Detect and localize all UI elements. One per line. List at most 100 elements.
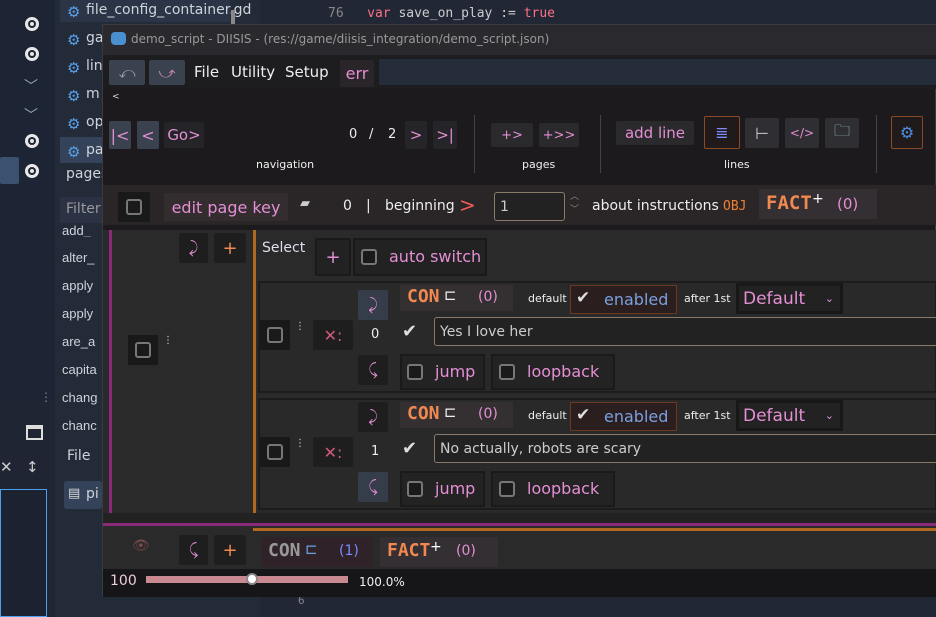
choice-text-input[interactable]: Yes I love her (434, 317, 936, 346)
undo-button[interactable]: ⤺ (109, 60, 145, 85)
chevron-down-icon[interactable]: ﹀ (24, 108, 38, 124)
auto-switch-checkbox[interactable] (361, 249, 377, 265)
choice-text-input[interactable]: No actually, robots are scary (434, 434, 936, 463)
redo-button[interactable]: ⤻ (149, 60, 185, 85)
choice-line-icon[interactable]: ⊢ (745, 118, 779, 148)
enabled-toggle[interactable]: ✔ enabled (570, 285, 677, 314)
first-page-button[interactable]: |< (109, 121, 131, 149)
loopback-icon[interactable]: ⤸ (358, 402, 388, 432)
after-first-dropdown[interactable]: Default⌄ (736, 283, 843, 314)
edit-page-key-button[interactable]: edit page key (164, 193, 288, 221)
menu-utility[interactable]: Utility (231, 63, 276, 81)
menu-file[interactable]: File (194, 63, 220, 81)
open-file-item[interactable] (64, 481, 102, 509)
more-options-icon[interactable]: ⋮ (40, 390, 52, 404)
fact-button[interactable]: FACT + (0) (759, 189, 877, 219)
scrollbar[interactable] (231, 10, 235, 24)
choice-select-checkbox[interactable] (260, 437, 290, 467)
next-page-input[interactable]: 1 (494, 192, 565, 221)
choice-select-checkbox[interactable] (260, 320, 290, 350)
auto-switch-toggle[interactable]: auto switch (353, 238, 487, 276)
menu-setup[interactable]: Setup (285, 63, 329, 81)
add-choice-button[interactable]: + (315, 238, 351, 276)
jump-icon[interactable]: ⤹ (358, 355, 388, 385)
file-item[interactable]: lin (86, 58, 103, 74)
delete-choice-button[interactable]: ✕: (313, 437, 353, 467)
loopback-checkbox[interactable] (499, 481, 515, 497)
instruction-line-icon[interactable]: </> (785, 118, 819, 148)
insert-line-button[interactable]: + (214, 233, 246, 263)
method-item[interactable]: apply (62, 306, 94, 321)
con-button[interactable]: CON ⊏ (0) (400, 285, 513, 311)
zoom-slider-handle[interactable] (246, 573, 258, 585)
last-page-button[interactable]: >| (433, 121, 457, 149)
jump-toggle[interactable]: jump (400, 471, 485, 507)
loopback-toggle[interactable]: loopback (491, 354, 615, 390)
loopback-icon[interactable]: ⤸ (358, 290, 388, 320)
method-item[interactable]: capita (62, 362, 97, 377)
drag-handle-icon[interactable]: ⋮ (295, 438, 305, 449)
loopback-icon[interactable]: ⤹ (179, 535, 208, 565)
method-item[interactable]: are_a (62, 334, 96, 349)
jump-checkbox[interactable] (407, 481, 423, 497)
visibility-eye-icon[interactable] (25, 134, 39, 148)
folder-line-icon[interactable]: 🗀 (825, 118, 859, 148)
file-item[interactable]: ga (86, 30, 104, 46)
line-select-checkbox[interactable] (128, 335, 158, 365)
text-line-icon[interactable]: ≣ (704, 116, 740, 149)
collapse-button[interactable]: < (112, 92, 120, 102)
visibility-eye-icon[interactable] (25, 17, 39, 31)
next-page-button[interactable]: > (405, 121, 427, 149)
file-row-selected[interactable] (60, 137, 102, 163)
drag-handle-icon[interactable]: ⋮ (295, 321, 305, 332)
hidden-eye-icon[interactable]: 👁 (132, 538, 150, 554)
method-item[interactable]: add_ (62, 223, 91, 237)
fact-button[interactable]: FACT + (0) (380, 537, 498, 567)
facts-icon[interactable]: ⚙ (891, 116, 923, 149)
file-item[interactable]: pa (86, 142, 104, 158)
add-line-button[interactable]: add line (616, 121, 694, 145)
method-item[interactable]: chanc (62, 418, 97, 432)
chevron-down-icon[interactable]: ﹀ (24, 79, 38, 95)
title-bar[interactable]: demo_script - DIISIS - (res://game/diisi… (103, 25, 936, 55)
selected-node[interactable] (0, 157, 19, 184)
sort-icon[interactable]: ↕ (26, 458, 39, 476)
visibility-eye-icon[interactable] (25, 164, 39, 178)
open-file-name[interactable]: pi (86, 486, 99, 502)
scene-tree-area[interactable] (0, 489, 47, 617)
zoom-value[interactable]: 100 (110, 573, 137, 589)
zoom-slider[interactable] (146, 573, 348, 585)
file-tab[interactable]: File (67, 448, 91, 464)
eraser-icon[interactable]: ▰ (300, 196, 310, 211)
spinner-arrows[interactable]: ︿﹀ (570, 192, 580, 215)
window-icon[interactable] (26, 425, 43, 440)
add-page-end-button[interactable]: +>> (539, 123, 579, 147)
loopback-icon[interactable]: ⤸ (179, 233, 208, 263)
pages-tab[interactable]: pages (66, 166, 109, 182)
loopback-checkbox[interactable] (499, 364, 515, 380)
file-item[interactable]: op (86, 114, 104, 130)
prev-page-button[interactable]: < (137, 121, 159, 149)
con-button[interactable]: CON ⊏ (0) (400, 402, 513, 428)
jump-checkbox[interactable] (407, 364, 423, 380)
method-item[interactable]: chang (62, 390, 98, 405)
insert-line-button[interactable]: + (214, 535, 246, 565)
err-button[interactable]: err (340, 60, 374, 87)
jump-toggle[interactable]: jump (400, 354, 485, 390)
jump-icon[interactable]: ⤹ (358, 472, 388, 502)
page-select-checkbox[interactable] (118, 192, 150, 222)
loopback-toggle[interactable]: loopback (491, 471, 615, 507)
method-item[interactable]: alter_ (62, 250, 95, 265)
con-button[interactable]: CON ⊏ (1) (261, 537, 373, 567)
file-row-selected[interactable] (60, 0, 230, 22)
delete-choice-button[interactable]: ✕: (313, 320, 353, 350)
after-first-dropdown[interactable]: Default⌄ (736, 400, 843, 431)
file-item[interactable]: file_config_container.gd (86, 2, 252, 18)
enabled-toggle[interactable]: ✔ enabled (570, 402, 677, 431)
file-item[interactable]: m (86, 86, 100, 102)
close-icon[interactable]: ✕ (0, 458, 13, 476)
filter-input[interactable]: Filter (66, 201, 101, 217)
add-page-after-button[interactable]: +> (491, 123, 533, 147)
drag-handle-icon[interactable]: ⋮ (163, 335, 173, 346)
visibility-eye-icon[interactable] (25, 47, 39, 61)
